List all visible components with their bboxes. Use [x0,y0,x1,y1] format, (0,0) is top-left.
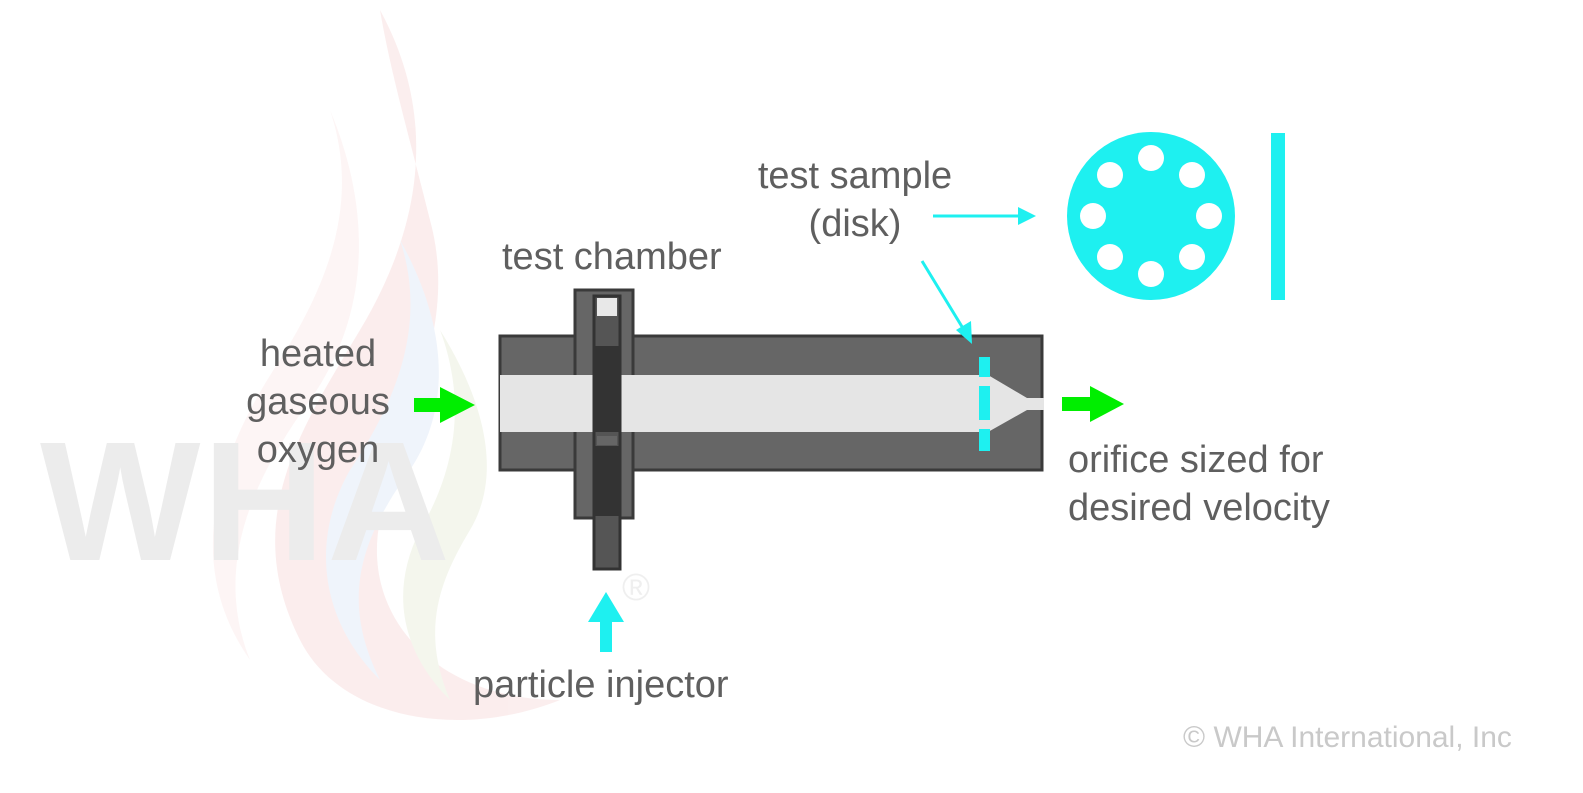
injector-core-upper [594,346,620,376]
sample-pointer-to-chamber-icon [920,260,972,344]
copyright-notice: © WHA International, Inc [1183,721,1512,754]
watermark-registered-mark: ® [622,567,650,609]
sample-disk-segment-bottom [979,429,990,451]
test-sample-label-line2: (disk) [808,203,902,245]
test-sample-label-line1: test sample [757,155,953,197]
test-chamber-body [498,288,1044,571]
injector-core-bore [594,375,620,432]
test-sample-disk-side-view [1271,133,1285,300]
wha-watermark-logo: WHA ® [40,10,650,720]
injector-arrow-icon [588,592,624,652]
inlet-arrow-icon [414,387,475,423]
injector-core-lower [594,446,620,516]
injector-cap [597,298,617,316]
sample-disk-segment-middle [979,386,990,420]
orifice-label-line1: orifice sized for [1068,439,1324,481]
outlet-arrow-icon [1062,386,1124,422]
particle-injector-label: particle injector [473,664,729,706]
gas-bore [500,375,1044,432]
test-sample-label: test sample (disk) [745,152,965,248]
sample-disk-segment-top [979,357,990,377]
heated-label-line1: heated [259,333,377,375]
injector-slot [597,436,617,445]
particle-injector-tube [592,294,622,571]
heated-label-line3: oxygen [256,429,380,471]
heated-gaseous-oxygen-label: heated gaseous oxygen [232,330,404,474]
test-sample-disk-icon [1067,132,1235,300]
orifice-label: orifice sized for desired velocity [1068,436,1330,532]
test-chamber-label: test chamber [502,236,722,278]
sample-pointer-to-disk-icon [933,207,1036,225]
heated-label-line2: gaseous [246,381,390,423]
watermark-letter-w: WHA [40,407,452,597]
orifice-label-line2: desired velocity [1068,487,1330,529]
